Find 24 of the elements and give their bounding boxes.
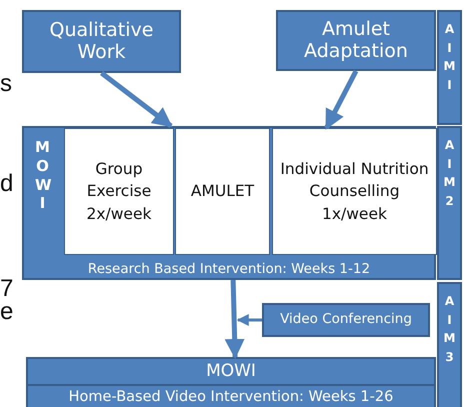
- panel-caption: Research Based Intervention: Weeks 1-12: [86, 261, 372, 277]
- arrow: [324, 70, 358, 130]
- arrow: [236, 314, 262, 326]
- vertical-label: A I M 3: [444, 293, 456, 366]
- aim-bar: [437, 126, 462, 280]
- process-box: Amulet Adaptation: [276, 10, 436, 71]
- vertical-label: A I M 2: [444, 137, 456, 210]
- intervention-panel: [22, 126, 436, 280]
- intervention-panel: [26, 357, 436, 407]
- component-cell: AMULET: [175, 128, 270, 255]
- process-box: Video Conferencing: [262, 303, 430, 337]
- panel-title: MOWI: [28, 359, 434, 386]
- arrow: [100, 71, 173, 128]
- aim-bar: [437, 10, 462, 125]
- vertical-label: A I M I: [444, 21, 456, 94]
- vertical-label: M O W I: [35, 138, 50, 213]
- cut-off-letter: s: [0, 70, 12, 98]
- component-cell: Individual Nutrition Counselling 1x/week: [272, 128, 437, 255]
- cut-off-letter: d: [0, 170, 14, 198]
- panel-caption: Home-Based Video Intervention: Weeks 1-26: [68, 388, 394, 407]
- arrow: [224, 280, 245, 359]
- component-cell: Group Exercise 2x/week: [64, 128, 174, 255]
- aim-bar: [437, 282, 462, 407]
- process-box: Qualitative Work: [22, 10, 181, 73]
